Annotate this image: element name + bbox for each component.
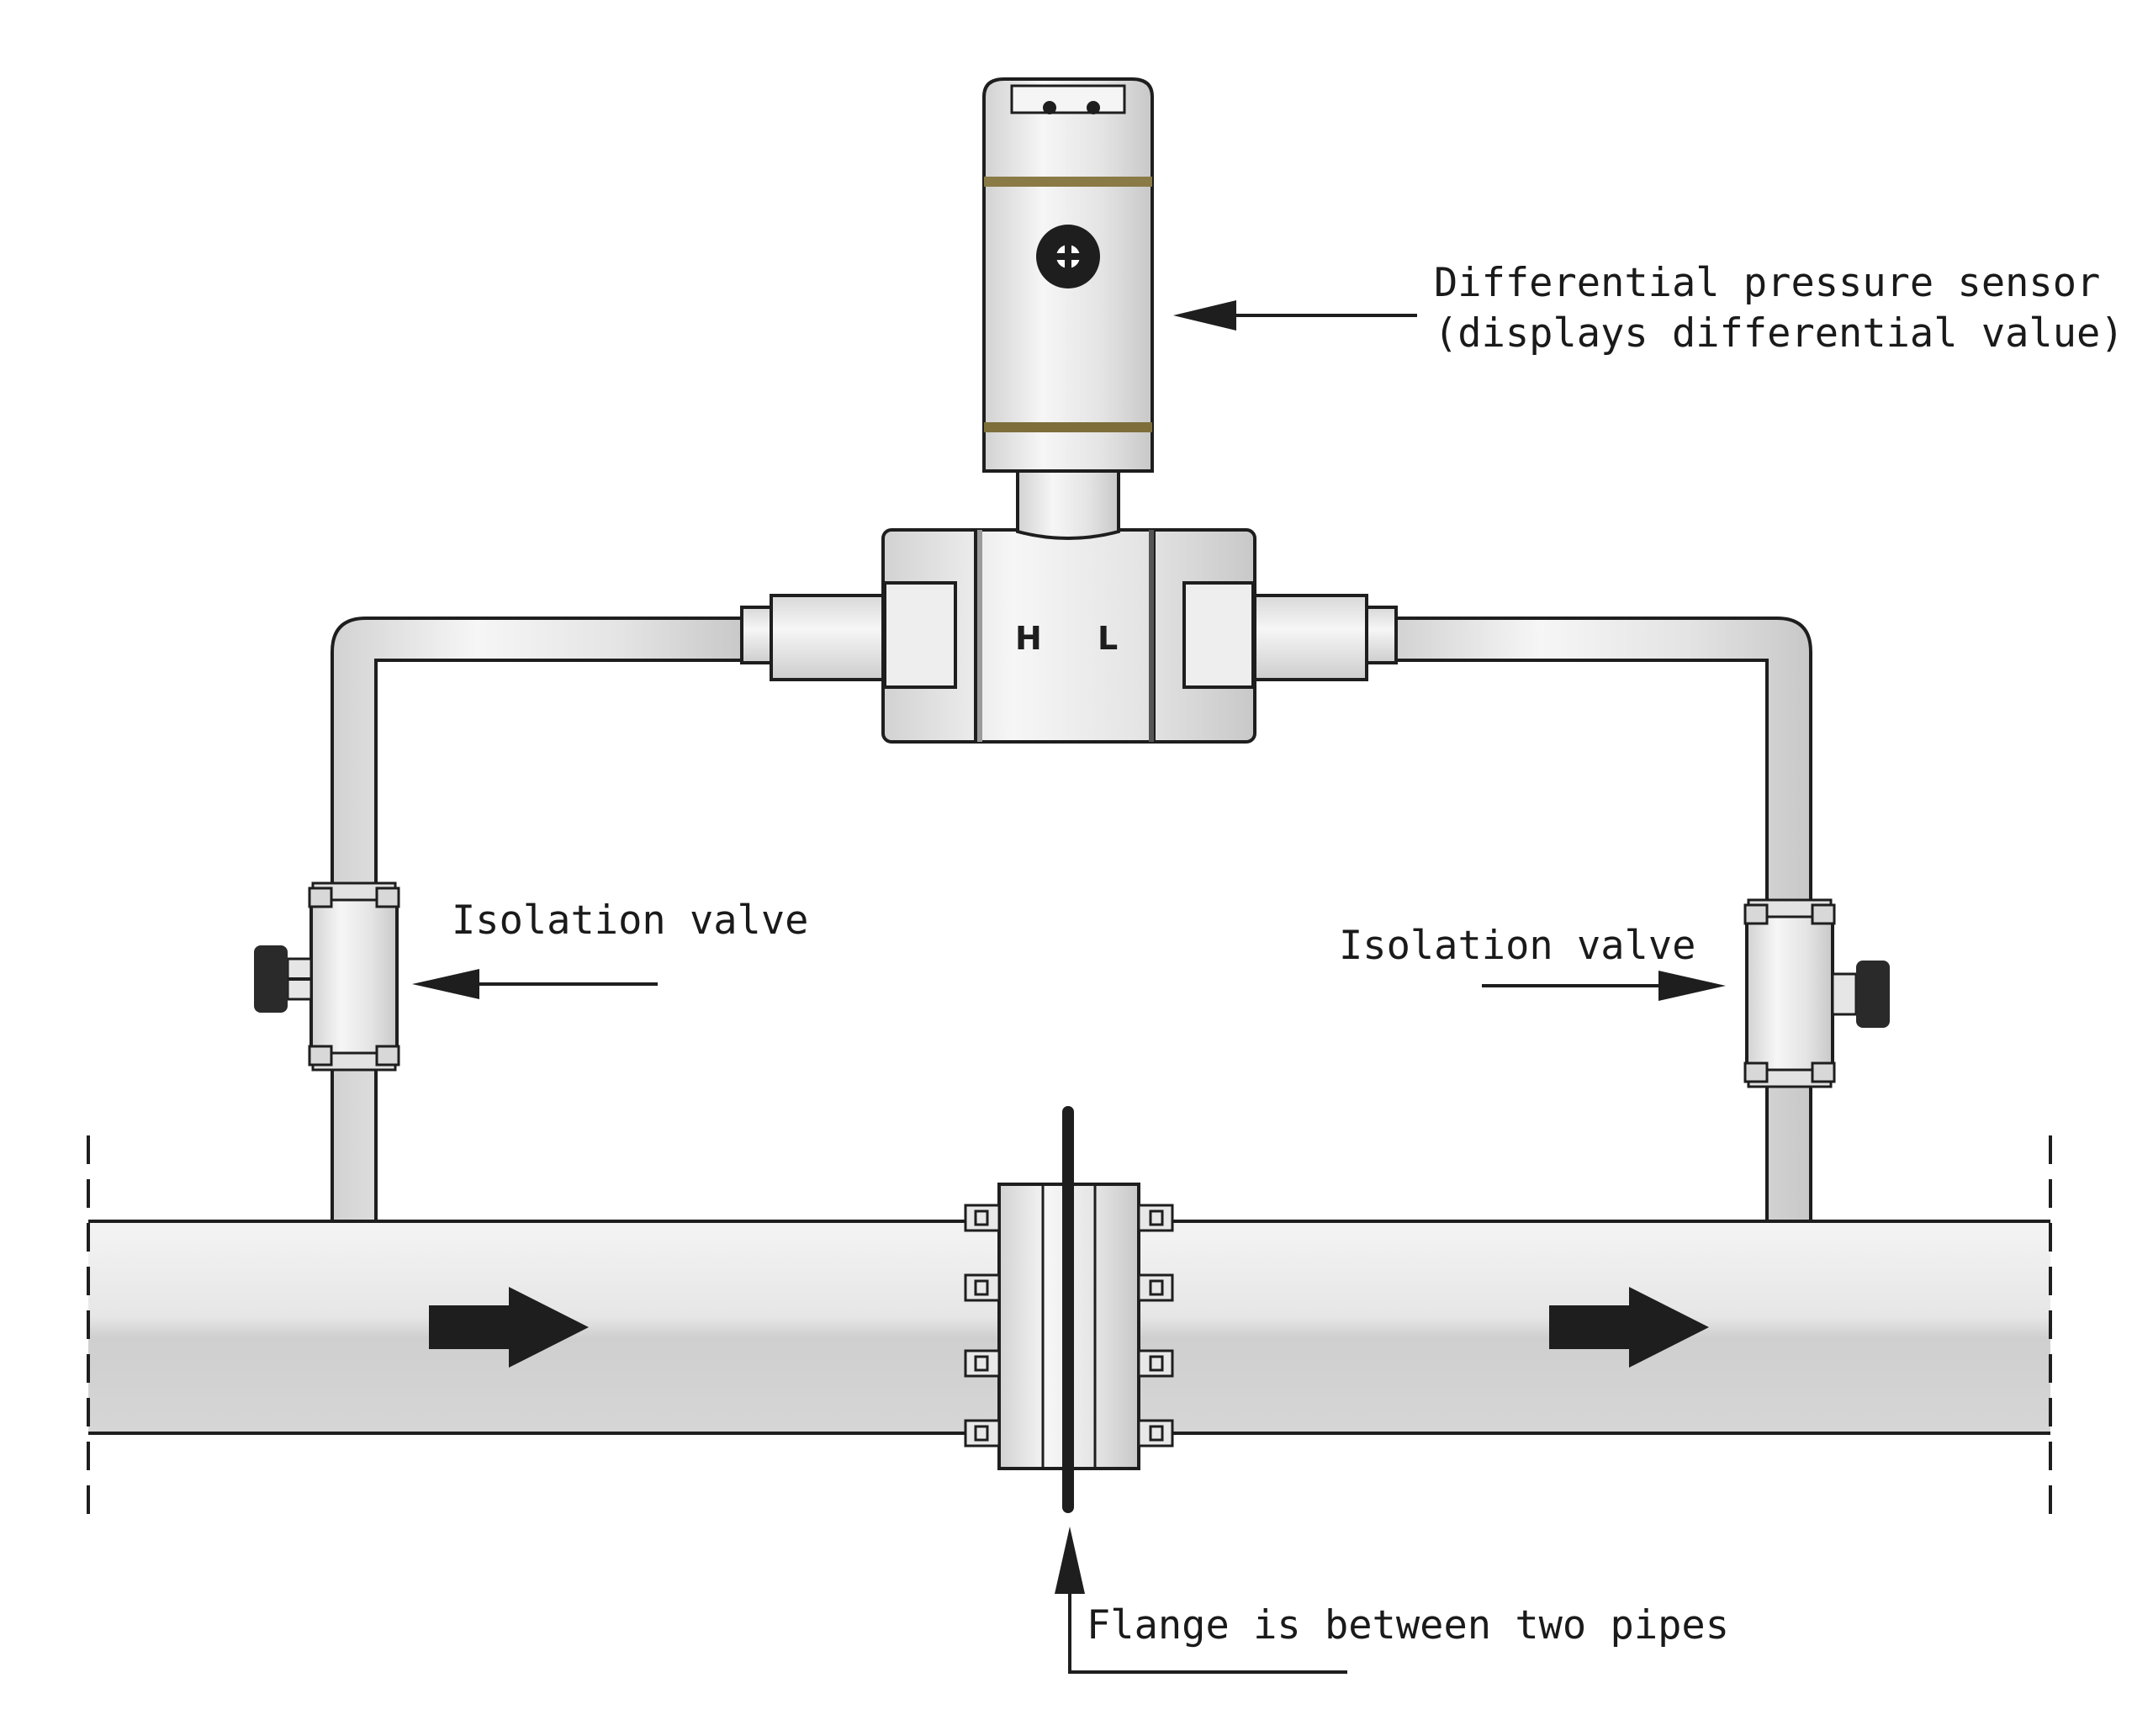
- valve-left-label: Isolation valve: [452, 897, 808, 944]
- flange-bolts-right: [1137, 1204, 1174, 1448]
- isolation-valve-left: [254, 881, 400, 1072]
- sensor-label-arrow: [1173, 300, 1417, 331]
- flow-arrow-right: [1549, 1287, 1709, 1368]
- low-port-label: L: [1098, 620, 1118, 657]
- high-port-label: H: [1015, 620, 1042, 657]
- valve-right-label-arrow: [1482, 971, 1726, 1001]
- differential-pressure-sensor: [982, 77, 1154, 540]
- orifice-flange: [964, 1106, 1174, 1513]
- sensor-band-bottom: [984, 422, 1152, 432]
- valve-right-label: Isolation valve: [1339, 923, 1695, 969]
- flange-label: Flange is between two pipes: [1087, 1602, 1729, 1649]
- sensor-label-line1: Differential pressure sensor: [1434, 260, 2100, 306]
- valve-left-label-arrow: [412, 969, 658, 999]
- sensor-label-line2: (displays differential value): [1434, 310, 2124, 357]
- isolation-valve-right: [1743, 898, 1890, 1088]
- impulse-line-low: [1393, 617, 1812, 1223]
- flange-bolts-left: [964, 1204, 1001, 1448]
- flow-arrow-left: [429, 1287, 589, 1368]
- flange-label-arrow: [1055, 1527, 1347, 1674]
- manifold: H L: [740, 528, 1398, 744]
- sensor-band-top: [984, 177, 1152, 187]
